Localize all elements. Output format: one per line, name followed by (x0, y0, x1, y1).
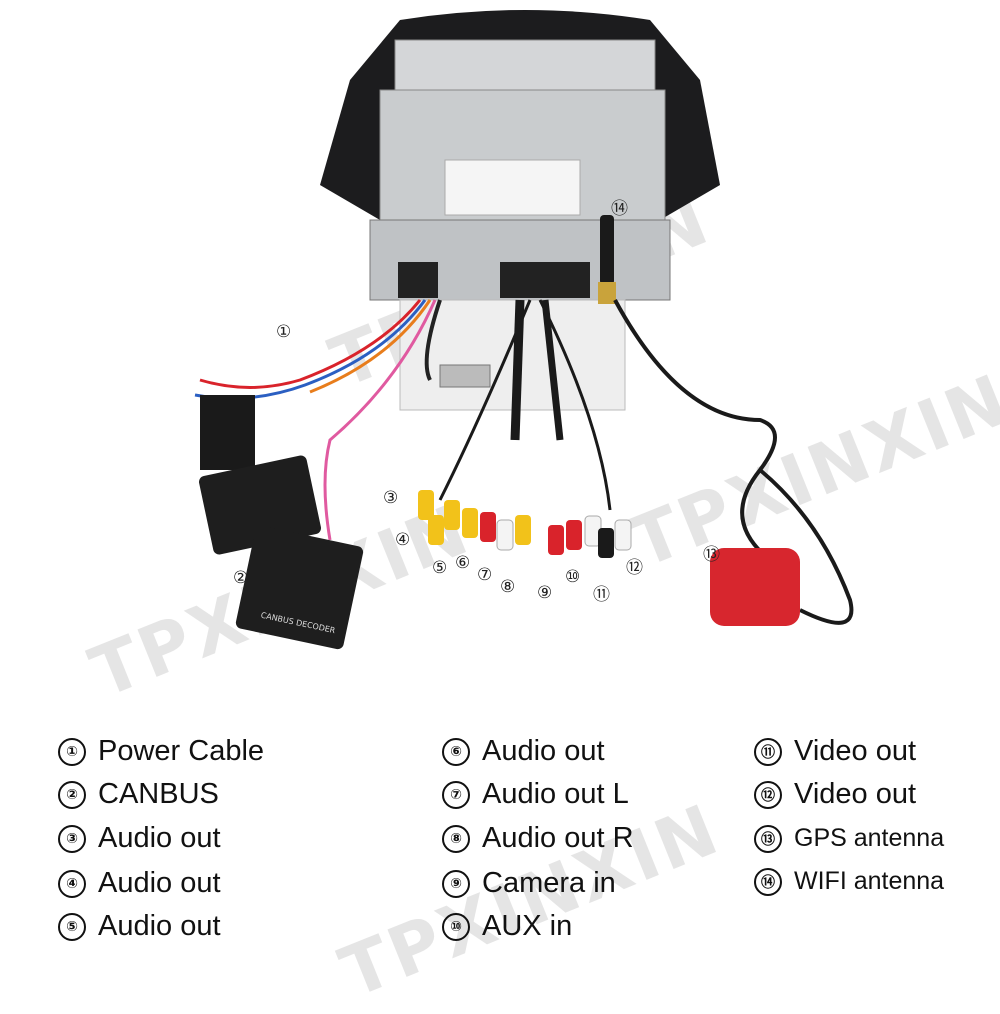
legend-number: ⑫ (754, 780, 782, 809)
legend-item: ⑪ Video out (754, 735, 916, 768)
legend-label: Audio out (482, 735, 605, 767)
rca-plug (462, 508, 478, 538)
rca-bundle (541, 299, 564, 441)
rca-plug (598, 528, 614, 558)
legend-number: ⑭ (754, 867, 782, 896)
legend-item: ⑭ WIFI antenna (754, 867, 944, 896)
rca-plug (444, 500, 460, 530)
legend-number: ⑨ (442, 869, 470, 898)
callout-11: ⑪ (593, 585, 610, 605)
head-unit-top-plate (394, 39, 656, 96)
wifi-antenna (600, 215, 614, 285)
callout-9: ⑨ (537, 583, 553, 603)
legend-item: ⑦ Audio out L (442, 778, 629, 811)
legend-label: AUX in (482, 910, 573, 942)
power-connector (398, 262, 438, 298)
legend-label: Audio out (98, 910, 221, 942)
gps-antenna-pad (710, 548, 800, 626)
legend-item: ⑥ Audio out (442, 735, 605, 768)
legend-label: Video out (794, 778, 917, 810)
callout-8: ⑧ (500, 577, 516, 597)
legend-item: ④ Audio out (58, 867, 221, 900)
product-illustration: CANBUS DECODER (194, 10, 854, 650)
gps-cable (613, 299, 777, 562)
legend: ① Power Cable ② CANBUS ③ Audio out ④ Aud… (0, 700, 1000, 1000)
legend-item: ② CANBUS (58, 778, 219, 811)
legend-item: ⑧ Audio out R (442, 822, 634, 855)
legend-number: ① (58, 737, 86, 766)
legend-label: GPS antenna (794, 824, 945, 852)
callout-2: ② (233, 568, 249, 588)
rca-bundle (438, 299, 532, 501)
rca-connector-block (500, 262, 590, 298)
legend-label: Camera in (482, 867, 616, 899)
power-harness (424, 299, 442, 381)
callout-14: ⑭ (611, 199, 628, 219)
legend-item: ⑩ AUX in (442, 910, 572, 943)
rca-plug (515, 515, 531, 545)
legend-number: ⑧ (442, 824, 470, 853)
power-harness (199, 299, 422, 389)
legend-number: ⑩ (442, 912, 470, 941)
callout-1: ① (276, 322, 292, 342)
legend-label: Video out (794, 735, 917, 767)
head-unit-sticker (444, 159, 581, 216)
callout-13: ⑬ (703, 545, 720, 565)
callout-4: ④ (395, 530, 411, 550)
callout-12: ⑫ (626, 558, 643, 578)
legend-number: ⑤ (58, 912, 86, 941)
power-harness (309, 299, 432, 394)
rca-plug (418, 490, 434, 520)
canbus-box (199, 455, 321, 555)
rca-plug (428, 515, 444, 545)
legend-number: ⑪ (754, 737, 782, 766)
power-plug (200, 395, 255, 470)
rca-plug (548, 525, 564, 555)
legend-number: ⑥ (442, 737, 470, 766)
rca-plug (566, 520, 582, 550)
rca-bundle (538, 299, 612, 511)
wifi-antenna-base (598, 282, 616, 304)
legend-number: ③ (58, 824, 86, 853)
rca-plug (480, 512, 496, 542)
legend-number: ④ (58, 869, 86, 898)
legend-item: ⑬ GPS antenna (754, 824, 944, 853)
legend-label: CANBUS (98, 778, 219, 810)
legend-item: ⑫ Video out (754, 778, 916, 811)
callout-3: ③ (383, 488, 399, 508)
legend-number: ⑦ (442, 780, 470, 809)
callout-5: ⑤ (432, 558, 448, 578)
legend-item: ⑤ Audio out (58, 910, 221, 943)
legend-label: Audio out R (482, 822, 634, 854)
power-harness (323, 299, 437, 541)
legend-label: Power Cable (98, 735, 265, 767)
usb-plug (439, 364, 491, 388)
legend-label: Audio out (98, 822, 221, 854)
legend-item: ③ Audio out (58, 822, 221, 855)
legend-label: Audio out L (482, 778, 629, 810)
legend-item: ① Power Cable (58, 735, 264, 768)
legend-number: ② (58, 780, 86, 809)
legend-number: ⑬ (754, 824, 782, 853)
legend-item: ⑨ Camera in (442, 867, 616, 900)
gps-cable (758, 468, 854, 625)
rca-bundle (510, 299, 525, 441)
rca-plug (614, 519, 632, 551)
rca-plug (496, 519, 514, 551)
legend-label: Audio out (98, 867, 221, 899)
callout-6: ⑥ (455, 553, 471, 573)
legend-label: WIFI antenna (794, 867, 945, 895)
callout-10: ⑩ (565, 567, 581, 587)
canbus-decoder (235, 525, 364, 650)
power-harness (194, 299, 427, 400)
callout-7: ⑦ (477, 565, 493, 585)
